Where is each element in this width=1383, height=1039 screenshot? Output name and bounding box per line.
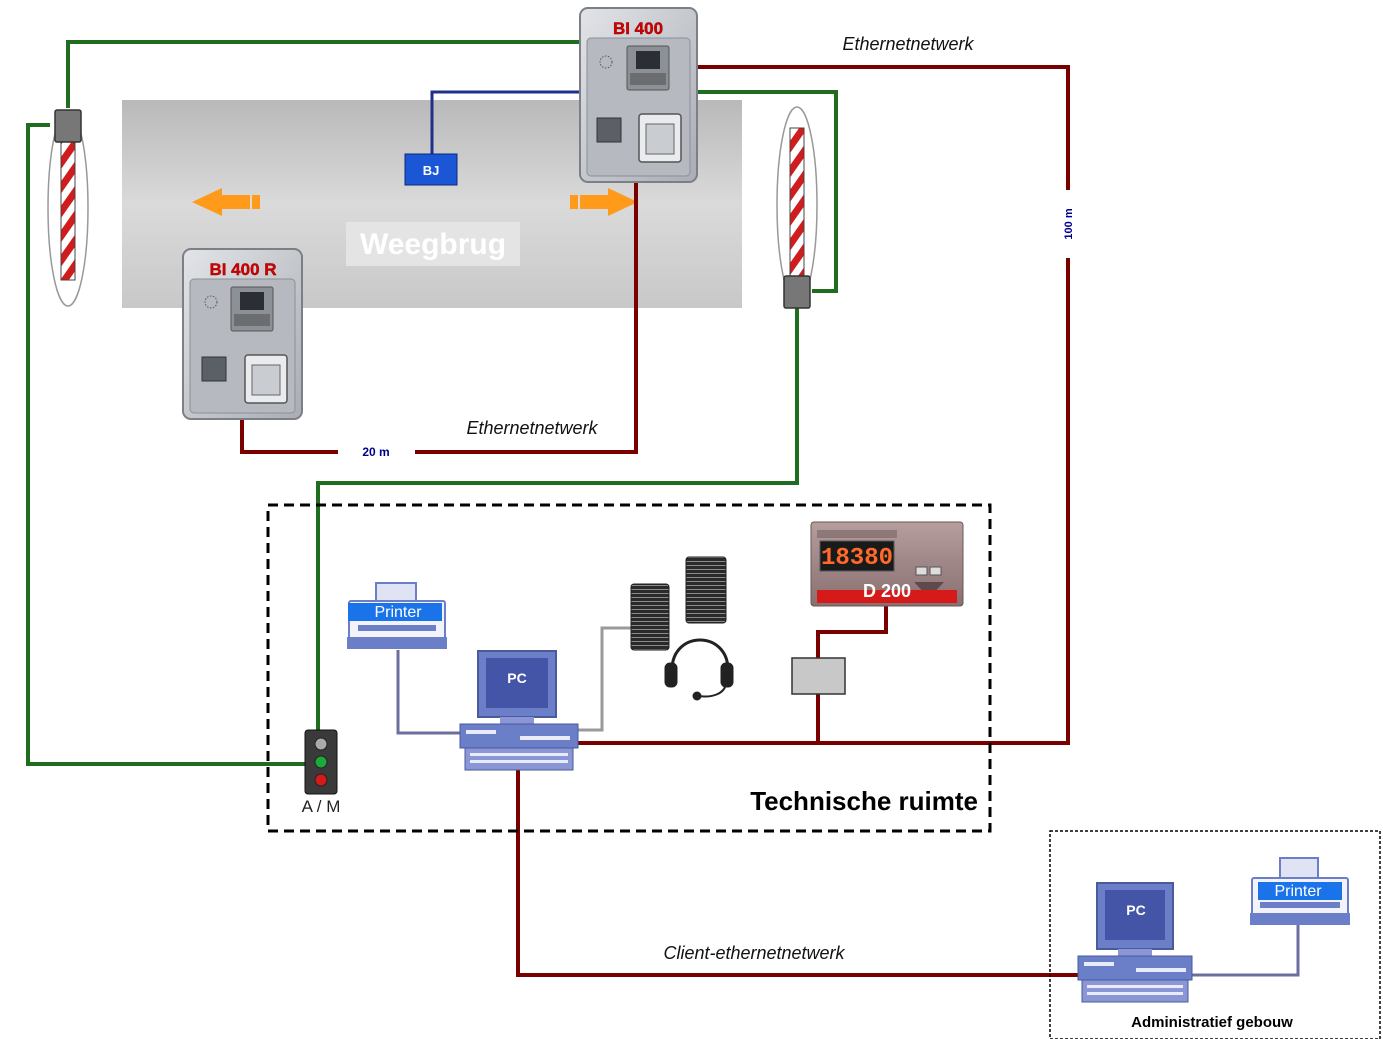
bj-cable xyxy=(430,90,582,154)
headset-icon xyxy=(664,638,734,701)
barrier-right xyxy=(776,106,818,309)
am-switch: A / M xyxy=(302,729,341,816)
arrow-right-icon xyxy=(570,188,638,216)
printer-admin-label: Printer xyxy=(1274,883,1322,900)
bi400-terminal: BI 400 xyxy=(579,7,698,183)
bi400r-title: BI 400 R xyxy=(209,260,276,279)
pc-admin-label: PC xyxy=(1126,902,1145,918)
arrow-left-icon xyxy=(192,188,260,216)
barrier-cables xyxy=(26,40,838,766)
printer-main: Printer xyxy=(347,582,447,649)
bi400-title: BI 400 xyxy=(613,19,663,38)
ethernet-network-top-label: Ethernetnetwerk xyxy=(842,34,974,54)
am-switch-label: A / M xyxy=(302,797,341,816)
bj-box-label: BJ xyxy=(423,163,440,178)
weighbridge-label: Weegbrug xyxy=(360,228,506,261)
bj-box: BJ xyxy=(404,153,458,186)
ethernet-converter-box xyxy=(791,657,846,695)
ethernet-network-middle-label: Ethernetnetwerk xyxy=(466,418,598,438)
client-ethernet-network-label: Client-ethernetnetwerk xyxy=(663,943,845,963)
d200-model: D 200 xyxy=(863,581,911,601)
barrier-left xyxy=(47,109,89,307)
admin-building: Administratief gebouw xyxy=(1049,830,1381,1039)
pc-admin: PC xyxy=(1077,882,1193,1003)
pc-main-label: PC xyxy=(507,670,526,686)
d200-display: 18380 D 200 xyxy=(810,521,964,607)
red-button-icon xyxy=(314,773,328,787)
key-switch-icon xyxy=(314,737,328,751)
admin-building-label: Administratief gebouw xyxy=(1131,1014,1293,1031)
printer-main-label: Printer xyxy=(374,604,422,621)
audio-cable xyxy=(578,626,632,732)
green-button-icon xyxy=(314,755,328,769)
pc-main: PC xyxy=(459,650,579,771)
distance-100m-label: 100 m xyxy=(1063,208,1075,239)
distance-20m-label: 20 m xyxy=(362,445,389,459)
technical-room-label: Technische ruimte xyxy=(750,786,978,816)
printer-admin: Printer xyxy=(1250,857,1350,925)
speakers xyxy=(630,556,727,651)
technical-room: Technische ruimte xyxy=(266,503,992,833)
d200-reading: 18380 xyxy=(821,545,893,572)
ethernet-cables xyxy=(240,65,1078,977)
printer-cables xyxy=(396,650,1300,977)
bi400r-terminal: BI 400 R xyxy=(182,248,303,420)
